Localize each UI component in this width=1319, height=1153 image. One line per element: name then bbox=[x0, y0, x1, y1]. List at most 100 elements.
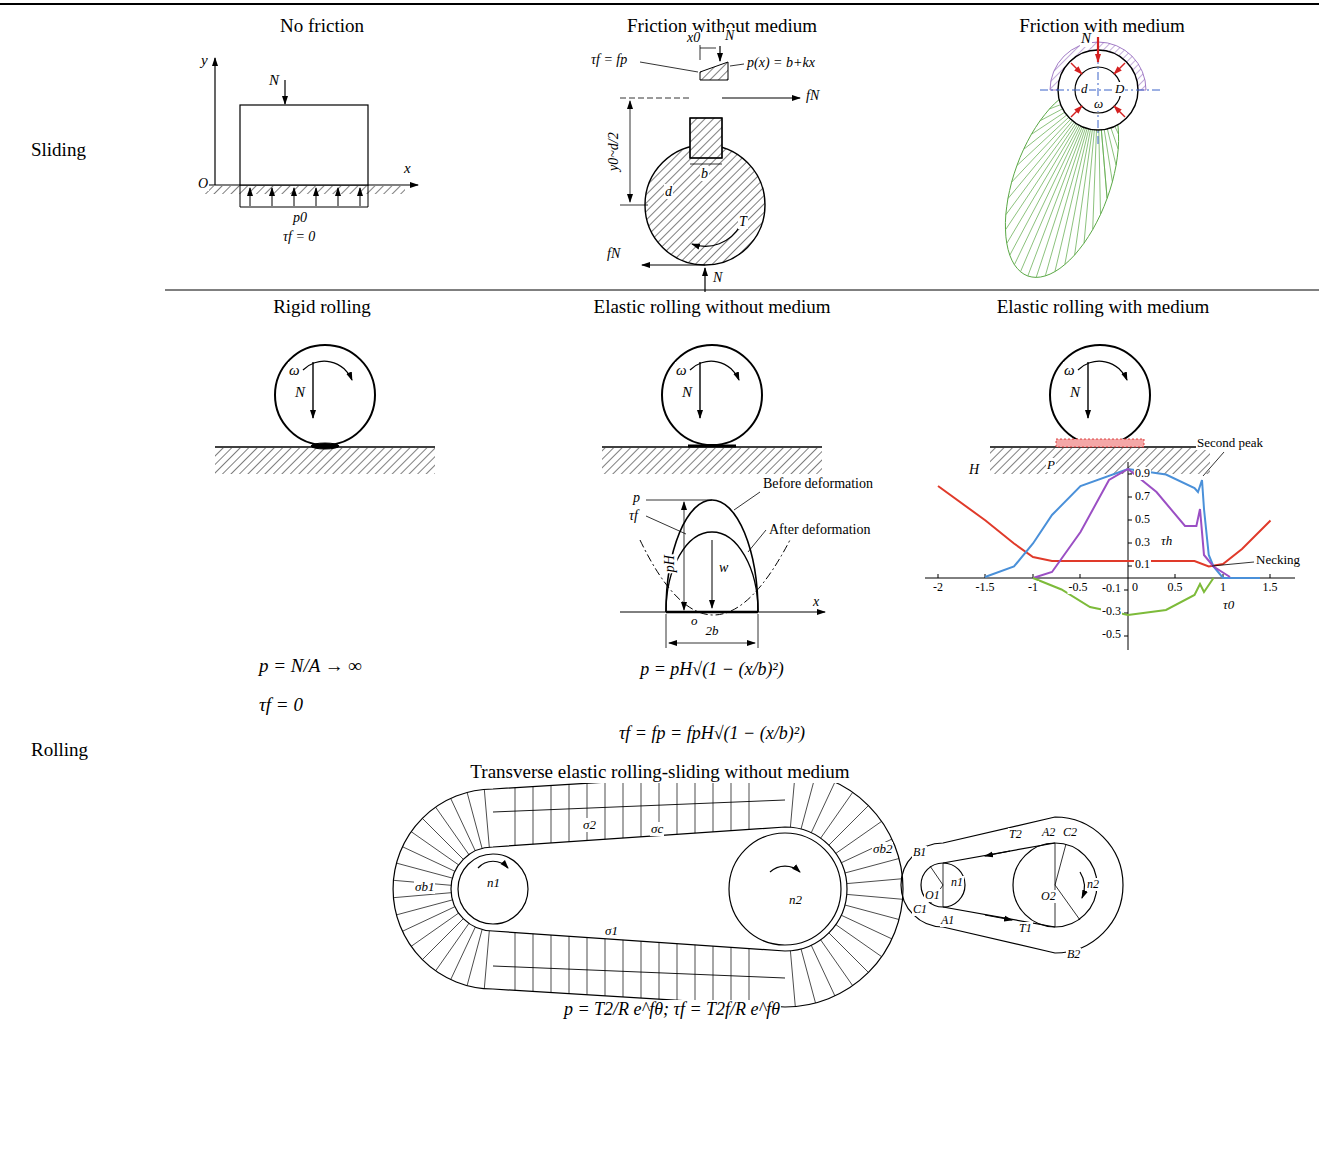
label: Elastic rolling with medium bbox=[996, 297, 1211, 318]
label: A1 bbox=[940, 914, 955, 927]
label: 1.5 bbox=[1262, 581, 1279, 594]
drawing-part bbox=[713, 946, 714, 1003]
label: Before deformation bbox=[762, 476, 874, 491]
label: N bbox=[712, 270, 723, 285]
drawing-part bbox=[1050, 345, 1150, 445]
drawing-part bbox=[1033, 469, 1230, 578]
label: -0.3 bbox=[1101, 605, 1122, 618]
drawing-part bbox=[811, 945, 835, 996]
label: ω bbox=[288, 362, 301, 379]
drawing-part bbox=[985, 469, 1260, 578]
drawing-part bbox=[240, 105, 368, 185]
drawing-part bbox=[734, 492, 760, 510]
label: T bbox=[738, 214, 748, 229]
label: Rigid rolling bbox=[272, 297, 372, 318]
drawing-part bbox=[646, 500, 712, 501]
label: ω bbox=[675, 362, 688, 379]
label: τf = 0 bbox=[282, 229, 316, 244]
label: -0.1 bbox=[1101, 582, 1122, 595]
drawing-part bbox=[713, 775, 714, 832]
drawing-part bbox=[659, 942, 660, 999]
label: N bbox=[294, 384, 306, 401]
label: B2 bbox=[1066, 948, 1081, 961]
drawing-part bbox=[1270, 574, 1271, 578]
drawing-part bbox=[205, 186, 405, 194]
label: Rolling bbox=[30, 740, 89, 761]
drawing-part bbox=[165, 290, 1319, 291]
drawing-part bbox=[1128, 566, 1132, 567]
drawing-part bbox=[811, 782, 835, 833]
label: n1 bbox=[950, 876, 964, 889]
label: τf bbox=[628, 508, 639, 523]
drawing-part bbox=[393, 771, 902, 1006]
drawing-part bbox=[1114, 106, 1125, 117]
label: 0.1 bbox=[1134, 558, 1151, 571]
drawing-part bbox=[1071, 106, 1082, 117]
drawing-part bbox=[930, 866, 943, 885]
drawing-part bbox=[719, 46, 720, 61]
drawing-part bbox=[1087, 362, 1088, 418]
drawing-part bbox=[801, 775, 816, 829]
drawing-part bbox=[666, 532, 758, 612]
drawing-part bbox=[662, 345, 762, 445]
drawing-part bbox=[921, 863, 965, 907]
label: n1 bbox=[486, 876, 501, 890]
drawing-part bbox=[620, 492, 825, 648]
label: After deformation bbox=[768, 522, 871, 537]
drawing-part bbox=[411, 913, 459, 946]
drawing-part bbox=[533, 787, 534, 845]
label: A2 bbox=[1041, 826, 1056, 839]
label: fN bbox=[606, 246, 621, 261]
label: d bbox=[664, 184, 673, 199]
drawing-part bbox=[722, 97, 800, 98]
label: 0.7 bbox=[1134, 490, 1151, 503]
drawing-part bbox=[645, 145, 765, 265]
drawing-part bbox=[847, 879, 903, 884]
label: P bbox=[1046, 458, 1056, 472]
drawing-part bbox=[605, 939, 606, 996]
label: σ2 bbox=[582, 818, 597, 832]
drawing-part bbox=[640, 62, 698, 72]
label: 0.3 bbox=[1134, 536, 1151, 549]
label: -1 bbox=[1027, 581, 1039, 594]
drawing-part bbox=[666, 614, 667, 648]
drawing-part bbox=[729, 833, 841, 945]
drawing-part bbox=[1071, 63, 1082, 74]
drawing-part bbox=[623, 940, 624, 997]
drawing-part bbox=[284, 80, 285, 104]
label: Necking bbox=[1255, 553, 1301, 567]
drawing-part bbox=[422, 919, 463, 960]
label: H bbox=[968, 462, 980, 477]
drawing-part bbox=[215, 345, 1210, 474]
label: σ1 bbox=[604, 924, 619, 938]
drawing-part bbox=[669, 643, 755, 644]
drawing-part bbox=[275, 345, 375, 445]
drawing-part bbox=[569, 784, 570, 842]
label: d bbox=[1080, 82, 1089, 96]
drawing-part bbox=[1013, 843, 1097, 927]
drawing-part bbox=[699, 362, 700, 418]
drawing-part bbox=[690, 118, 722, 158]
label: n2 bbox=[788, 893, 803, 907]
drawing-part bbox=[396, 900, 452, 915]
drawing-part bbox=[360, 188, 361, 206]
drawing-part bbox=[688, 445, 736, 448]
label: 2b bbox=[705, 624, 720, 638]
drawing-part bbox=[436, 923, 469, 971]
drawing-part bbox=[368, 185, 369, 207]
drawing-part bbox=[240, 185, 241, 207]
label: -0.5 bbox=[1101, 628, 1122, 641]
drawing-part bbox=[250, 188, 360, 206]
drawing-part bbox=[642, 264, 705, 265]
label: 0.9 bbox=[1134, 467, 1151, 480]
label: N bbox=[724, 28, 735, 43]
label: O bbox=[197, 176, 209, 191]
label: Friction with medium bbox=[1018, 16, 1186, 37]
label: p = N/A → ∞ bbox=[258, 656, 363, 677]
drawing-part bbox=[240, 207, 368, 208]
drawing-part bbox=[821, 940, 853, 986]
drawing-part bbox=[303, 361, 352, 380]
drawing-part bbox=[515, 933, 516, 991]
drawing-part bbox=[640, 540, 790, 615]
label: No friction bbox=[279, 16, 365, 37]
